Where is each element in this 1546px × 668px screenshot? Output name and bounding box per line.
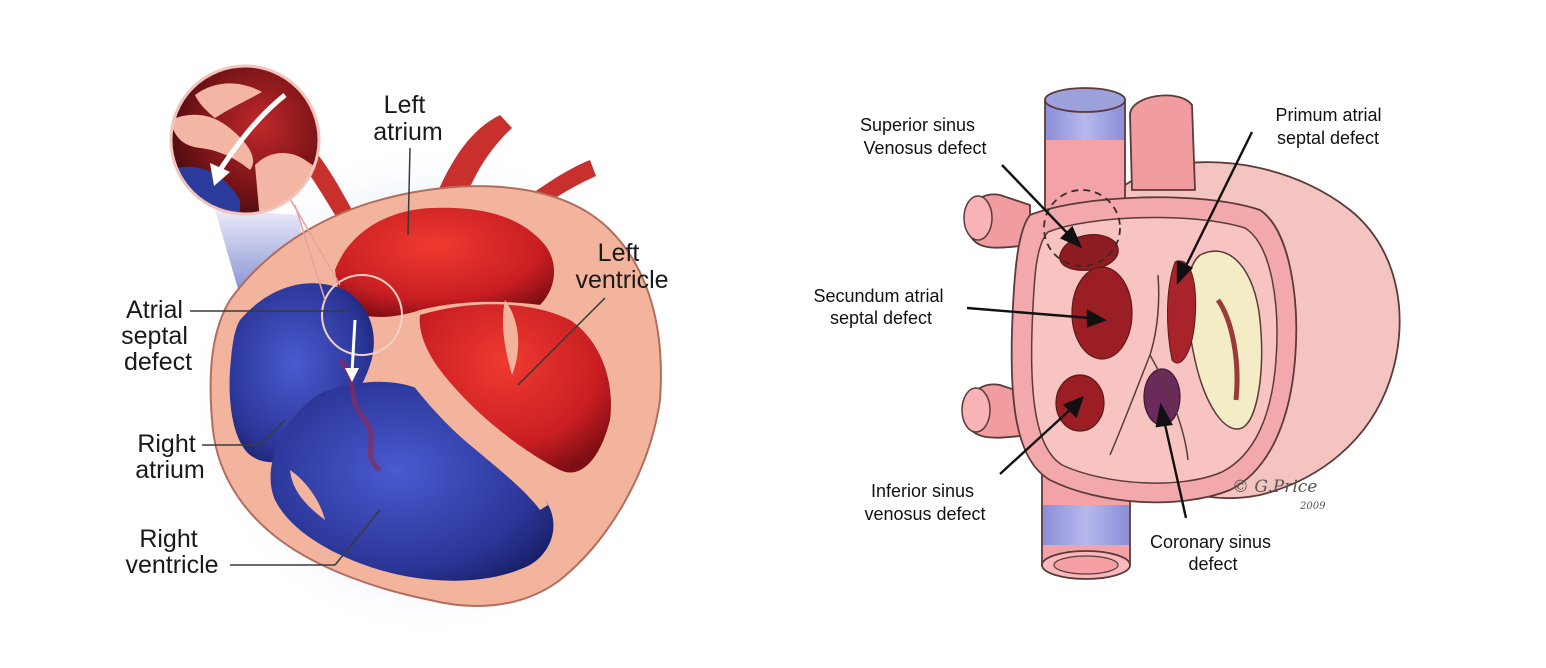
zoom-connector-2 bbox=[294, 204, 326, 301]
arrowhead-superior bbox=[1059, 225, 1083, 249]
mitral-valve bbox=[502, 300, 519, 375]
label-right-atrium: Right atrium bbox=[135, 430, 204, 484]
label-left-atrium: Left atrium bbox=[373, 91, 442, 146]
right-ventricle-chamber bbox=[270, 381, 554, 581]
superior-sinus-dashed-circle bbox=[1043, 189, 1121, 267]
left-ventricle-chamber bbox=[419, 304, 611, 473]
aorta-vessel bbox=[1129, 94, 1196, 191]
label-atrial-septal-defect: Atrial septal defect bbox=[121, 296, 195, 376]
pulmonary-vein-upper-opening bbox=[963, 195, 993, 241]
arrow-secundum bbox=[966, 306, 1091, 320]
ivc-blue-band bbox=[1043, 505, 1129, 545]
label-primum: Primum atrial septal defect bbox=[1275, 105, 1386, 148]
arrow-coronary bbox=[1162, 419, 1188, 519]
arrowhead-inferior bbox=[1062, 395, 1084, 419]
left-heart-diagram: Left atrium Left ventricle Atrial septal… bbox=[121, 64, 670, 640]
left-atrium-chamber bbox=[335, 207, 555, 317]
flow-arrowhead bbox=[345, 368, 359, 382]
tricuspid-valve bbox=[290, 470, 325, 520]
label-coronary-sinus: Coronary sinus defect bbox=[1150, 532, 1276, 574]
label-secundum: Secundum atrial septal defect bbox=[813, 286, 948, 328]
label-superior-sinus: Superior sinus Venosus defect bbox=[860, 115, 987, 158]
zoom-connector-1 bbox=[284, 189, 341, 286]
label-left-ventricle: Left ventricle bbox=[575, 239, 668, 294]
flow-arrow bbox=[350, 319, 357, 373]
arrowhead-coronary bbox=[1155, 402, 1173, 428]
septal-defect-highlight bbox=[321, 274, 403, 356]
arrows bbox=[966, 131, 1254, 519]
pulmonary-vein-lower-opening bbox=[961, 387, 991, 433]
artist-signature: © G.Price bbox=[1232, 477, 1317, 497]
arrowhead-secundum bbox=[1086, 308, 1107, 328]
primum-defect bbox=[1166, 260, 1197, 364]
valve-leaflet bbox=[1215, 298, 1240, 401]
right-heart-diagram: © G.Price 2009 Superior sinus Venosus de… bbox=[813, 87, 1401, 580]
label-inferior-sinus: Inferior sinus venosus defect bbox=[864, 481, 985, 524]
leader-right-ventricle-2 bbox=[334, 509, 381, 566]
secundum-defect bbox=[1071, 266, 1133, 360]
label-right-ventricle: Right ventricle bbox=[125, 525, 218, 579]
arrow-primum bbox=[1182, 131, 1254, 271]
arrow-inferior bbox=[999, 407, 1073, 475]
arrow-superior bbox=[1001, 164, 1073, 239]
ventricular-septum bbox=[385, 340, 548, 510]
ivc-lumen bbox=[1053, 555, 1119, 575]
septum-ridge-2 bbox=[1149, 354, 1189, 461]
leader-right-atrium-2 bbox=[259, 419, 286, 446]
arrowhead-primum bbox=[1176, 260, 1194, 286]
leader-left-ventricle bbox=[517, 297, 606, 386]
svc-opening bbox=[1044, 87, 1126, 113]
artist-signature-year: 2009 bbox=[1299, 501, 1326, 512]
leader-left-atrium bbox=[407, 147, 411, 236]
